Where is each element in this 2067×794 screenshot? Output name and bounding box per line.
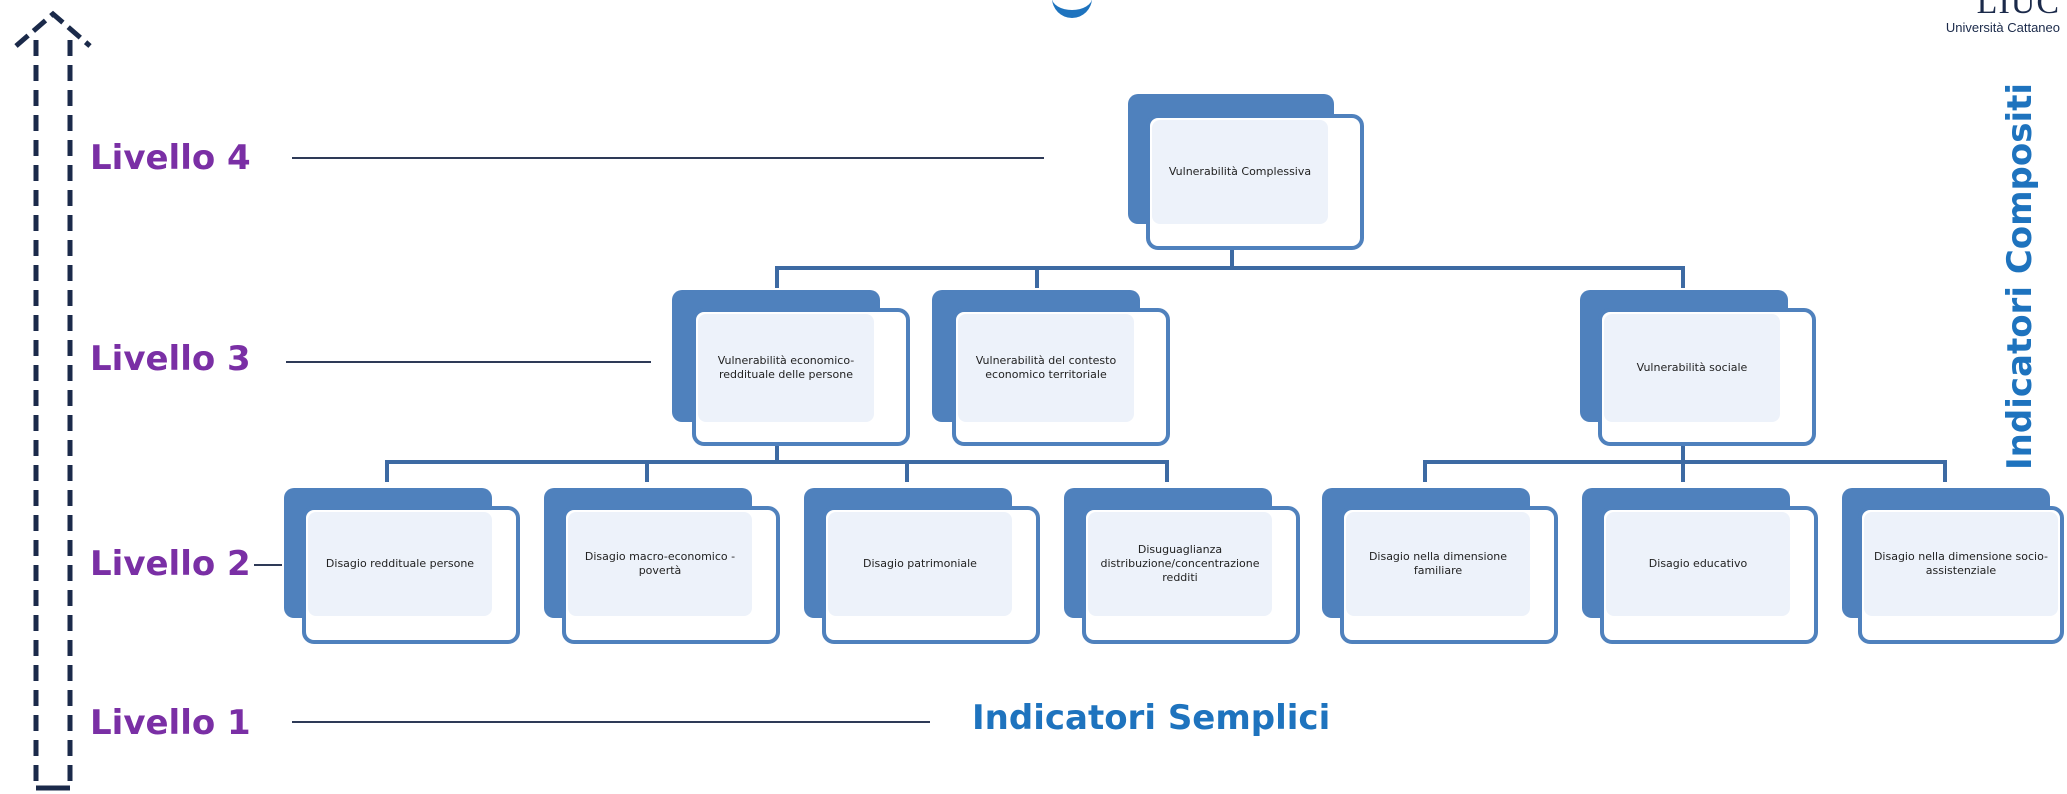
level-4-guide-line bbox=[292, 157, 1044, 159]
node-vulnerabilita-contesto-economico-text: Vulnerabilità del contesto economico ter… bbox=[975, 354, 1117, 381]
node-vulnerabilita-economico-reddituale-text: Vulnerabilità economico- reddituale dell… bbox=[717, 354, 855, 381]
level-2-label: Livello 2 bbox=[90, 544, 251, 584]
node-disagio-dimensione-familiare-text: Disagio nella dimensione familiare bbox=[1368, 550, 1508, 577]
level-3-label: Livello 3 bbox=[90, 339, 251, 379]
node-disagio-socio-assistenziale-text: Disagio nella dimensione socio- assisten… bbox=[1873, 550, 2049, 577]
liuc-logo: LIUC Università Cattaneo bbox=[1900, 0, 2060, 36]
vertical-scale-arrow-icon bbox=[14, 10, 92, 791]
level-4-label: Livello 4 bbox=[90, 138, 251, 178]
level-3-guide-line bbox=[286, 361, 651, 363]
level-2-guide-line bbox=[254, 564, 282, 566]
node-disagio-macro-economico-text: Disagio macro-economico - povertà bbox=[584, 550, 736, 577]
level-1-label: Livello 1 bbox=[90, 703, 251, 743]
liuc-logo-subtitle: Università Cattaneo bbox=[1945, 20, 2060, 35]
node-disagio-patrimoniale-text: Disagio patrimoniale bbox=[863, 557, 977, 571]
node-vulnerabilita-sociale-text: Vulnerabilità sociale bbox=[1636, 361, 1748, 375]
node-disagio-educativo-text: Disagio educativo bbox=[1648, 557, 1748, 571]
node-vulnerabilita-complessiva-text: Vulnerabilità Complessiva bbox=[1168, 165, 1312, 179]
liuc-logo-mark: LIUC bbox=[1976, 0, 2060, 21]
node-disuguaglianza-distribuzione-text: Disuguaglianza distribuzione/concentrazi… bbox=[1100, 543, 1260, 584]
title-fragment bbox=[1052, 0, 1092, 18]
composite-indicators-label: Indicatori Compositi bbox=[2000, 82, 2040, 470]
node-disagio-reddituale-persone-text: Disagio reddituale persone bbox=[325, 557, 475, 571]
level-1-guide-line bbox=[292, 721, 930, 723]
simple-indicators-label: Indicatori Semplici bbox=[972, 698, 1331, 738]
